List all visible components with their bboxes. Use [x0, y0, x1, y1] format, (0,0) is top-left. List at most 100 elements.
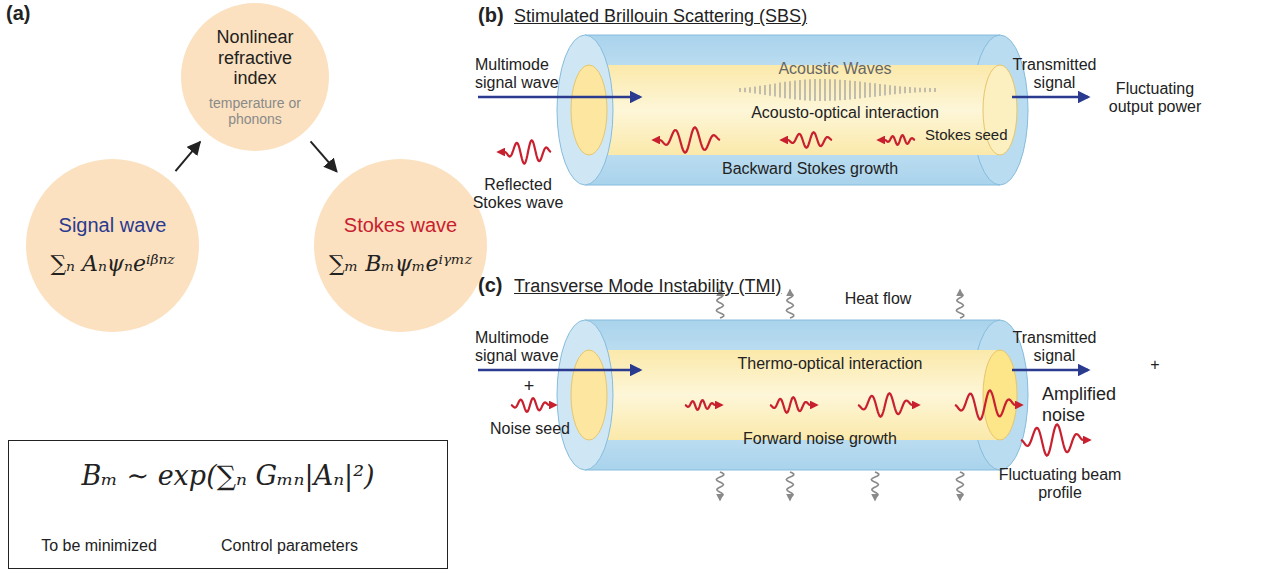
node-title: Signal wave [38, 214, 188, 237]
circle-fill [181, 3, 329, 151]
light-wave [955, 390, 1022, 419]
node-texts: Signal wave∑ₙ Aₙψₙeⁱᵝⁿᶻ [25, 158, 200, 333]
acoustic-stroke [894, 86, 895, 95]
stokes-label: Reflected Stokes wave [468, 176, 568, 213]
output-label: + [1100, 356, 1210, 374]
fiber-cylinder [557, 320, 1028, 470]
cladding-outline [585, 35, 1000, 185]
acoustic-stroke [889, 85, 890, 95]
light-wave [781, 132, 832, 148]
acoustic-stroke [904, 87, 905, 94]
light-wave [511, 398, 556, 412]
acoustic-stroke [919, 88, 920, 93]
acoustic-stroke [789, 81, 790, 99]
acoustic-stroke [849, 80, 850, 99]
formula-text: ∑ₘ Bₘψₘeⁱᵞᵐᶻ [321, 251, 481, 276]
formula-text: Bₘ ∼ exp(∑ₙ Gₘₙ|Aₙ|²) [81, 460, 374, 491]
acoustic-stroke [739, 88, 740, 92]
acoustic-stroke [864, 82, 865, 98]
acoustic-stroke [834, 79, 835, 100]
transmitted-arrow [1012, 369, 1088, 372]
noise-label: Noise seed [480, 420, 580, 438]
heat-label: Heat flow [828, 290, 928, 308]
panel-letter: (c) [478, 274, 514, 297]
acoustic-stroke [884, 85, 885, 96]
panel-title: Stimulated Brillouin Scattering (SBS) [514, 6, 874, 27]
acoustic-stroke [914, 87, 915, 92]
annotation: To be minimized [14, 537, 184, 555]
panel-title: Transverse Mode Instability (TMI) [514, 276, 844, 297]
panel-letter: (a) [6, 2, 46, 25]
heat-arrow [956, 472, 963, 500]
node-outline [313, 158, 488, 333]
signal-arrow [478, 369, 640, 372]
node-texts: Stokes wave ∑ₘ Bₘψₘeⁱᵞᵐᶻ [313, 158, 488, 333]
node-title: Nonlinear refractive index [195, 27, 315, 89]
acoustic-stroke [744, 88, 745, 93]
cladding-outline [585, 320, 1000, 470]
annotation: Control parameters [205, 537, 375, 555]
circle-fill [26, 159, 199, 332]
fiber-group [557, 35, 1028, 470]
acoustic-stroke [829, 79, 830, 101]
heat-arrow [786, 472, 793, 500]
light-wave [1021, 424, 1090, 455]
concept-circle: Signal wave∑ₙ Aₙψₙeⁱᵝⁿᶻ [25, 158, 200, 333]
interaction-label: Thermo-optical interaction [700, 355, 960, 373]
panel-letter: (b) [478, 4, 514, 27]
noise-label: Fluctuating beam profile [990, 466, 1130, 503]
acoustic-stroke [779, 83, 780, 98]
light-wave [770, 397, 817, 413]
acoustic-label: Acoustic Waves [760, 60, 910, 78]
core-face [571, 65, 607, 155]
core-face [571, 350, 607, 440]
output-label: Transmitted signal [1012, 56, 1097, 93]
light-wave [858, 393, 919, 416]
acoustic-stroke [754, 87, 755, 94]
arrow-connector [311, 141, 337, 171]
heat-arrow [716, 472, 723, 500]
acoustic-stroke [869, 83, 870, 98]
acoustic-stroke [819, 79, 820, 101]
output-label: Fluctuating output power [1100, 80, 1210, 117]
fiber-cylinder [557, 35, 1028, 185]
light-wave [653, 127, 720, 152]
acoustic-stroke [934, 88, 935, 92]
acoustic-stroke [799, 80, 800, 100]
node-subtitle: temperature or phonons [195, 95, 315, 127]
cladding-body [585, 35, 1000, 185]
output-label: Transmitted signal [1012, 329, 1097, 366]
heat-arrow [786, 290, 793, 318]
concept-circle: Nonlinear refractive index temperature or… [180, 2, 330, 152]
acoustic-stroke [794, 81, 795, 100]
node-title: Stokes wave [326, 214, 476, 237]
acoustic-stroke [899, 86, 900, 94]
cladding-face [557, 35, 613, 185]
signal-label: Multimode signal wave [475, 56, 575, 93]
signal-label: Multimode signal wave [475, 329, 575, 366]
acoustic-stroke [859, 82, 860, 99]
cladding-face [557, 320, 613, 470]
acoustic-stroke [749, 87, 750, 92]
circle-fill [314, 159, 487, 332]
acoustic-stroke [774, 83, 775, 96]
node-outline [25, 158, 200, 333]
acoustic-stroke [924, 88, 925, 92]
light-wave [498, 140, 551, 163]
acoustic-stroke [854, 81, 855, 99]
signal-arrow [478, 96, 640, 99]
acoustic-stroke [839, 80, 840, 101]
heat-arrow [871, 472, 878, 500]
transmitted-arrow [1012, 96, 1088, 99]
growth-label: Forward noise growth [700, 430, 940, 448]
acoustic-stroke [929, 88, 930, 92]
acoustic-stroke [784, 82, 785, 98]
acoustic-stroke [824, 79, 825, 101]
core-body [590, 350, 1000, 440]
acoustic-stroke [844, 80, 845, 100]
plus-sign: + [518, 376, 540, 397]
seed-label: Stokes seed [925, 126, 1025, 143]
light-wave [878, 135, 915, 145]
acoustic-stroke [874, 83, 875, 96]
